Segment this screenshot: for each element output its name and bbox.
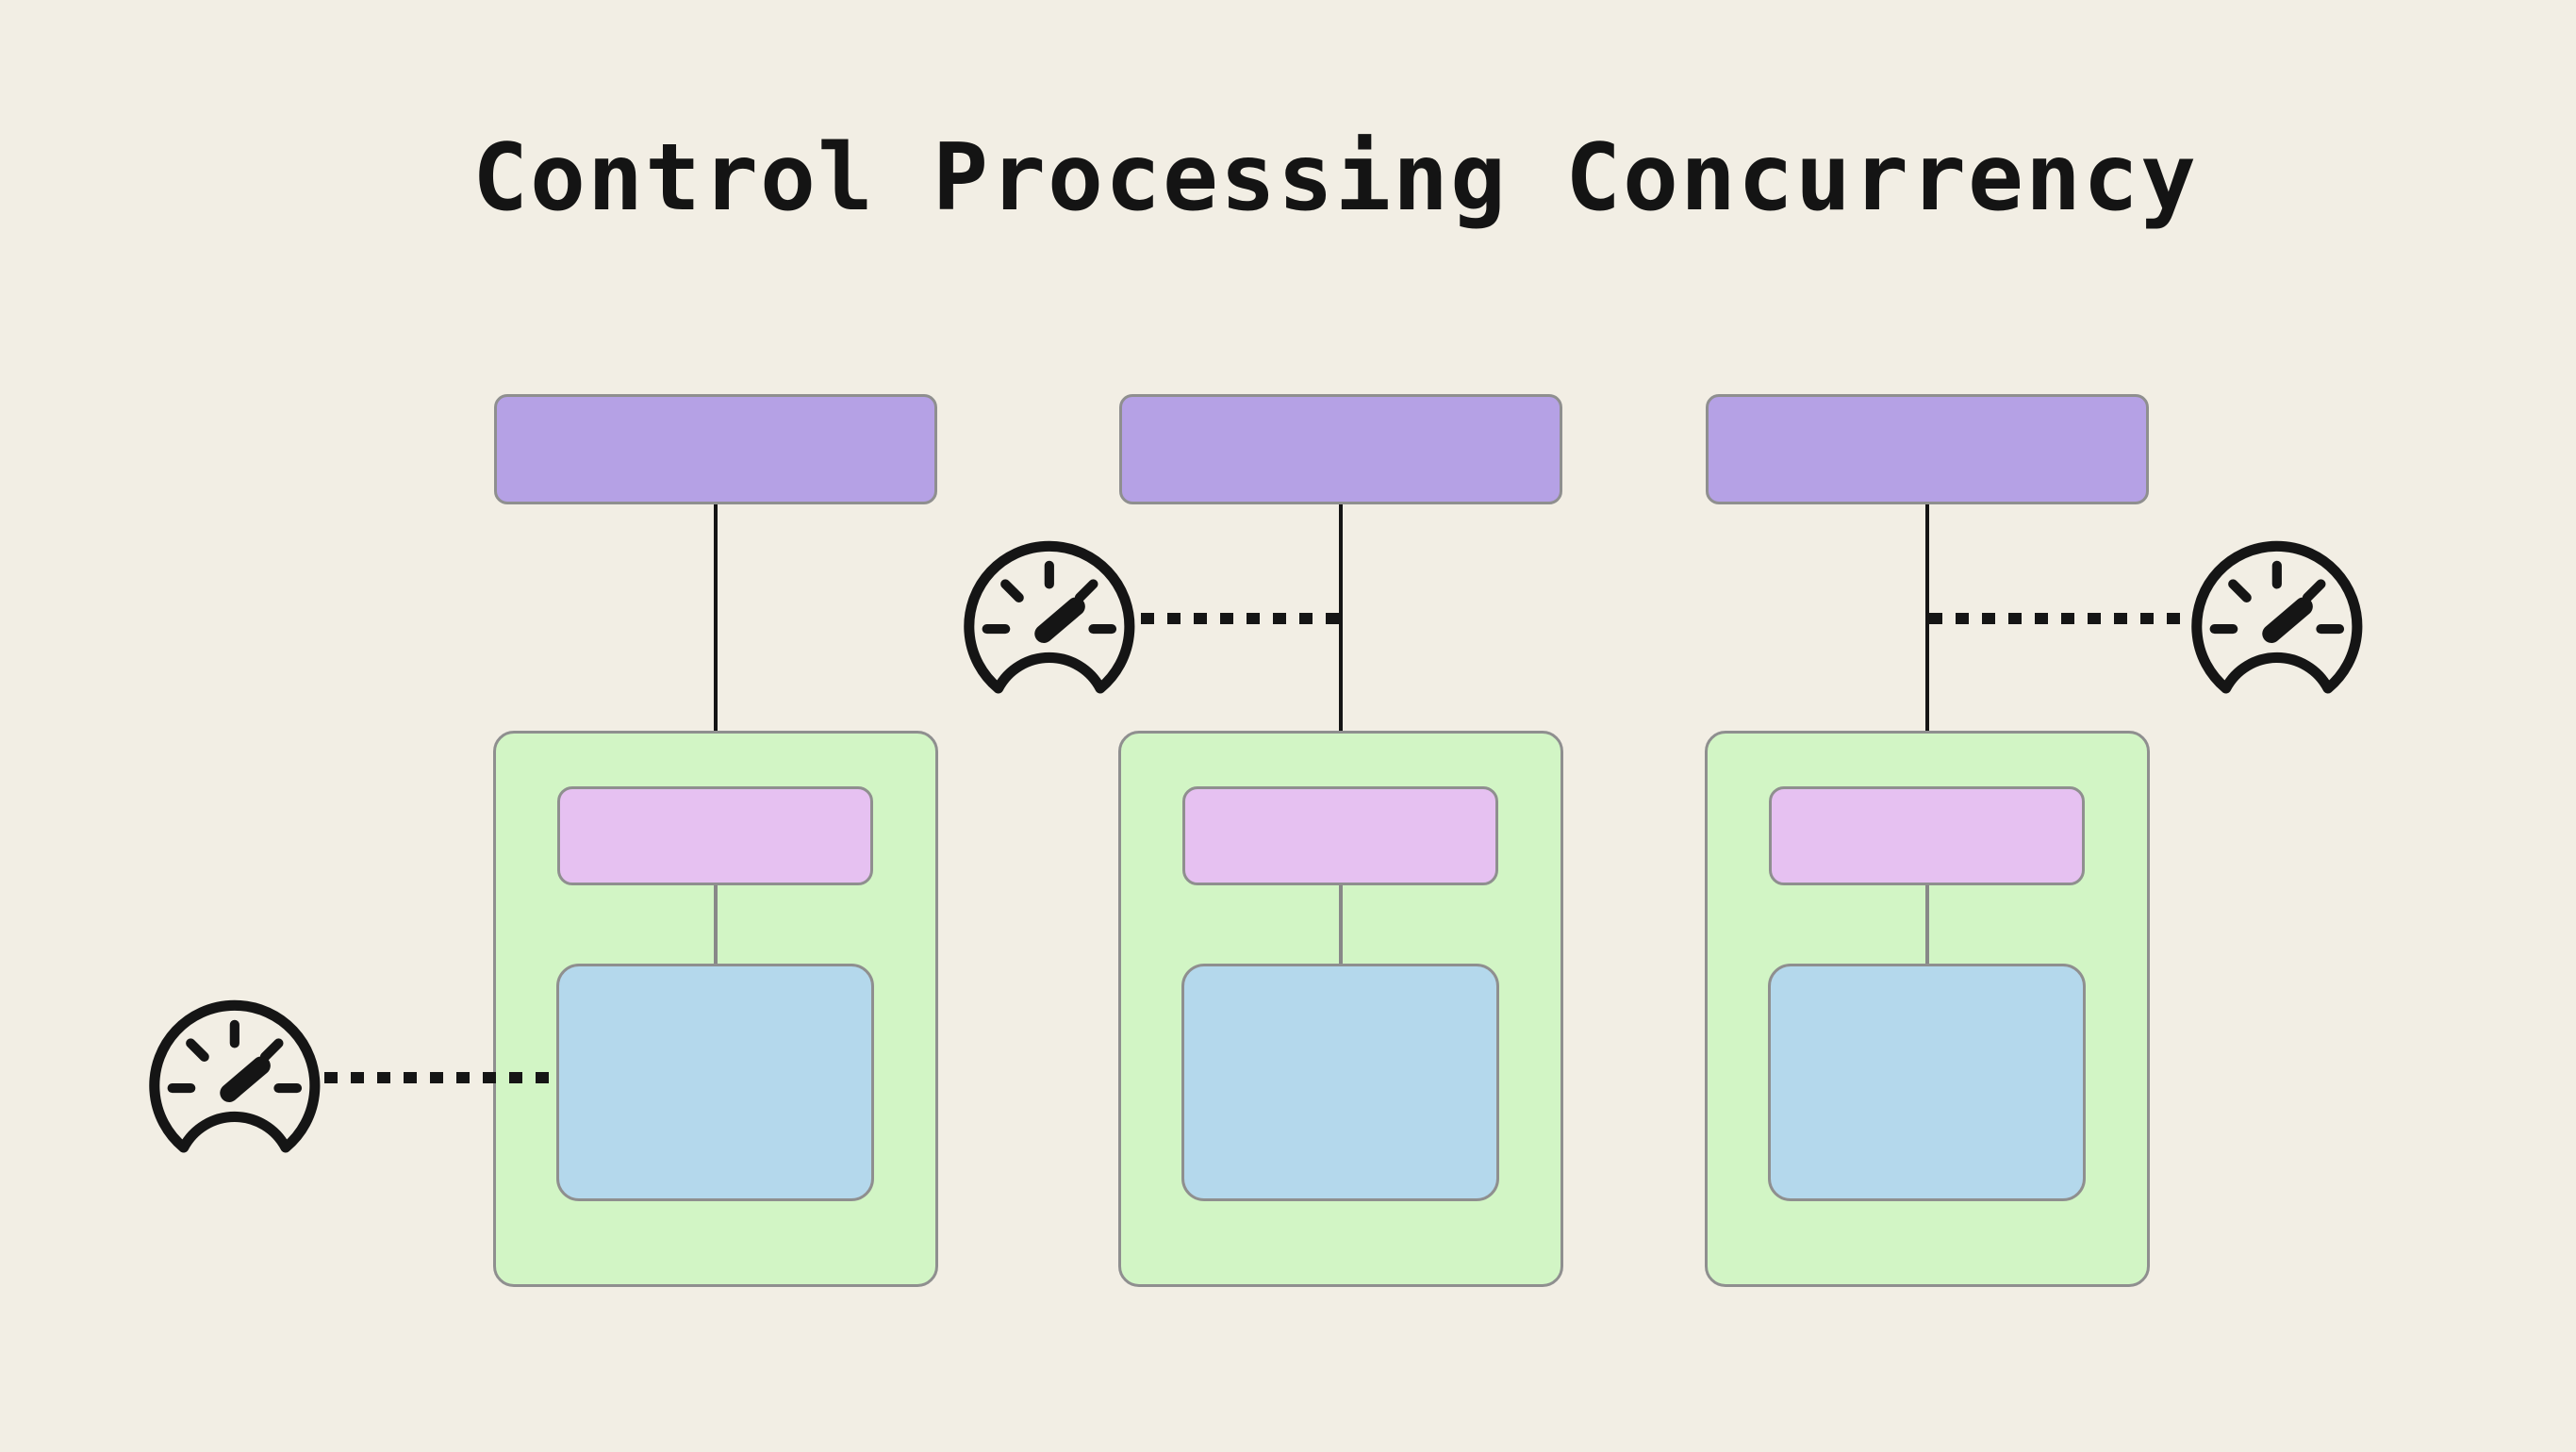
pipeline-3 bbox=[1705, 394, 2150, 1287]
pipeline-2-control-box bbox=[1119, 394, 1562, 504]
gauge-dotted-link-pipeline-2 bbox=[1141, 613, 1341, 624]
pipeline-1-inner-bottom-box bbox=[556, 964, 874, 1201]
pipeline-1-control-box bbox=[494, 394, 937, 504]
pipeline-1-inner-connector bbox=[714, 885, 718, 964]
pipeline-2-control-connector bbox=[1339, 504, 1343, 731]
gauge-dotted-link-pipeline-3 bbox=[1929, 613, 2186, 624]
pipeline-3-control-connector bbox=[1925, 504, 1929, 731]
speedometer-icon bbox=[964, 540, 1135, 697]
pipeline-2 bbox=[1118, 394, 1563, 1287]
gauge-dotted-link-pipeline-1 bbox=[324, 1072, 560, 1083]
pipeline-3-inner-connector bbox=[1925, 885, 1929, 964]
pipeline-2-inner-top-box bbox=[1182, 786, 1498, 885]
pipeline-3-inner-bottom-box bbox=[1768, 964, 2086, 1201]
pipeline-3-control-box bbox=[1706, 394, 2149, 504]
pipeline-1-inner-top-box bbox=[557, 786, 873, 885]
pipeline-1-control-connector bbox=[714, 504, 718, 731]
pipeline-2-inner-connector bbox=[1339, 885, 1343, 964]
pipeline-2-inner-bottom-box bbox=[1181, 964, 1499, 1201]
pipeline-3-inner-top-box bbox=[1769, 786, 2085, 885]
pipeline-1 bbox=[493, 394, 938, 1287]
speedometer-icon bbox=[2191, 540, 2363, 697]
speedometer-icon bbox=[149, 999, 321, 1156]
diagram-title: Control Processing Concurrency bbox=[471, 124, 2199, 232]
